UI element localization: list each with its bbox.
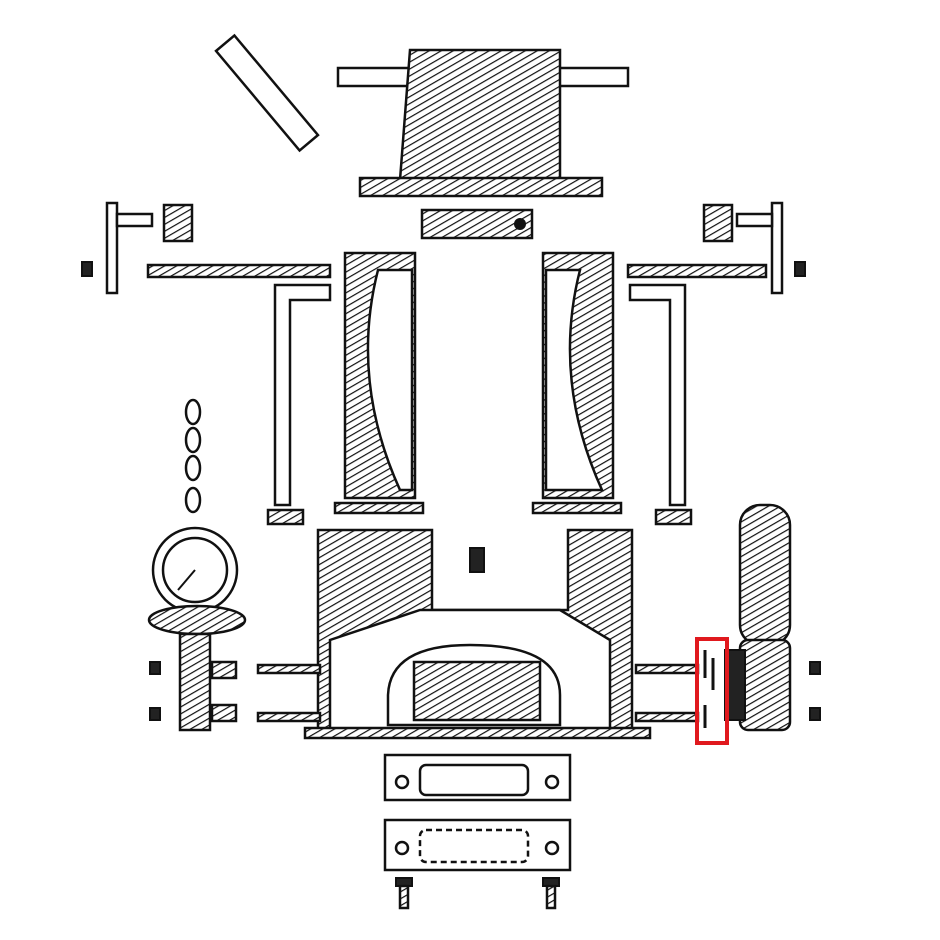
pressure-gauge: [147, 398, 322, 732]
right-handle-assembly: [626, 201, 806, 526]
base-body: [303, 528, 652, 740]
left-column: [333, 251, 425, 515]
side-bracket: [634, 503, 821, 732]
left-handle-assembly: [81, 201, 332, 526]
highlight-box: [695, 637, 729, 745]
screws: [395, 877, 560, 910]
front-plates: [383, 753, 572, 872]
press-head: [214, 33, 630, 240]
right-column: [531, 251, 623, 515]
